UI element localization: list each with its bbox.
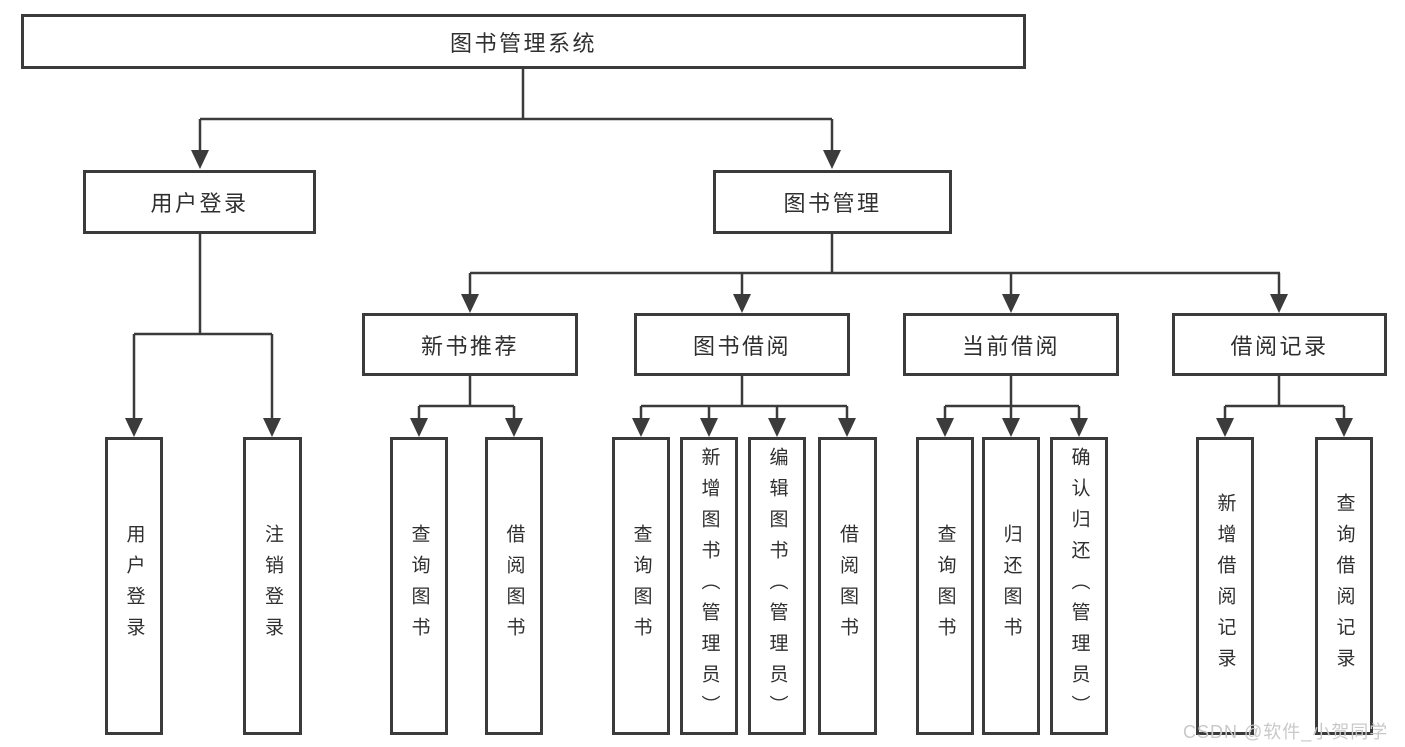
connector-borrow-record-children [1216, 376, 1353, 437]
node-new-book-recommend-label: 新书推荐 [420, 333, 519, 359]
node-leaf-query-books-3: 查询图书 [916, 437, 974, 735]
node-leaf-logout: 注销登录 [243, 437, 302, 735]
node-leaf-edit-book-admin-label: 编辑图书（管理员） [766, 447, 788, 726]
node-leaf-query-books-3-label: 查询图书 [934, 524, 956, 648]
node-borrow-records-label: 借阅记录 [1230, 333, 1329, 359]
node-leaf-confirm-return-admin: 确认归还（管理员） [1050, 437, 1108, 735]
node-current-borrow: 当前借阅 [903, 313, 1119, 376]
node-leaf-edit-book-admin: 编辑图书（管理员） [748, 437, 806, 735]
node-book-management: 图书管理 [713, 170, 952, 234]
node-leaf-query-borrow-record-label: 查询借阅记录 [1333, 493, 1355, 679]
node-leaf-borrow-books-2-label: 借阅图书 [837, 524, 858, 648]
connector-book-mgmt-children [461, 234, 1288, 313]
node-leaf-add-borrow-record: 新增借阅记录 [1196, 437, 1254, 735]
node-leaf-add-book-admin: 新增图书（管理员） [680, 437, 738, 735]
node-current-borrow-label: 当前借阅 [961, 333, 1060, 359]
node-leaf-query-books-2: 查询图书 [612, 437, 670, 735]
node-root-label: 图书管理系统 [449, 30, 597, 56]
node-leaf-query-borrow-record: 查询借阅记录 [1315, 437, 1373, 735]
node-leaf-borrow-books-1-label: 借阅图书 [503, 524, 525, 648]
node-leaf-query-books-2-label: 查询图书 [630, 524, 652, 648]
connector-book-borrow-children [632, 376, 856, 437]
connector-new-book-children [410, 376, 523, 437]
node-user-login: 用户登录 [83, 170, 316, 234]
node-leaf-return-books-label: 归还图书 [1000, 524, 1022, 648]
node-user-login-label: 用户登录 [150, 191, 249, 216]
node-leaf-user-login: 用户登录 [105, 437, 163, 735]
node-leaf-logout-label: 注销登录 [262, 524, 283, 648]
node-book-borrow-label: 图书借阅 [692, 333, 791, 359]
connector-root-to-level2 [191, 69, 841, 169]
node-root: 图书管理系统 [21, 14, 1026, 69]
node-leaf-query-books-1: 查询图书 [390, 437, 448, 735]
node-leaf-user-login-label: 用户登录 [123, 524, 145, 648]
node-leaf-query-books-1-label: 查询图书 [408, 524, 430, 648]
connector-user-login-children [125, 234, 281, 437]
node-leaf-return-books: 归还图书 [982, 437, 1040, 735]
node-new-book-recommend: 新书推荐 [362, 313, 578, 376]
node-leaf-borrow-books-2: 借阅图书 [818, 437, 877, 735]
node-leaf-add-borrow-record-label: 新增借阅记录 [1214, 493, 1236, 679]
csdn-watermark: CSDN @软件_小贺同学 [1183, 722, 1389, 742]
node-leaf-add-book-admin-label: 新增图书（管理员） [698, 447, 720, 726]
connector-current-borrow-children [936, 376, 1088, 437]
node-borrow-records: 借阅记录 [1172, 313, 1387, 376]
node-book-management-label: 图书管理 [783, 191, 882, 216]
node-book-borrow: 图书借阅 [634, 313, 850, 376]
node-leaf-confirm-return-admin-label: 确认归还（管理员） [1068, 447, 1090, 726]
node-leaf-borrow-books-1: 借阅图书 [485, 437, 543, 735]
